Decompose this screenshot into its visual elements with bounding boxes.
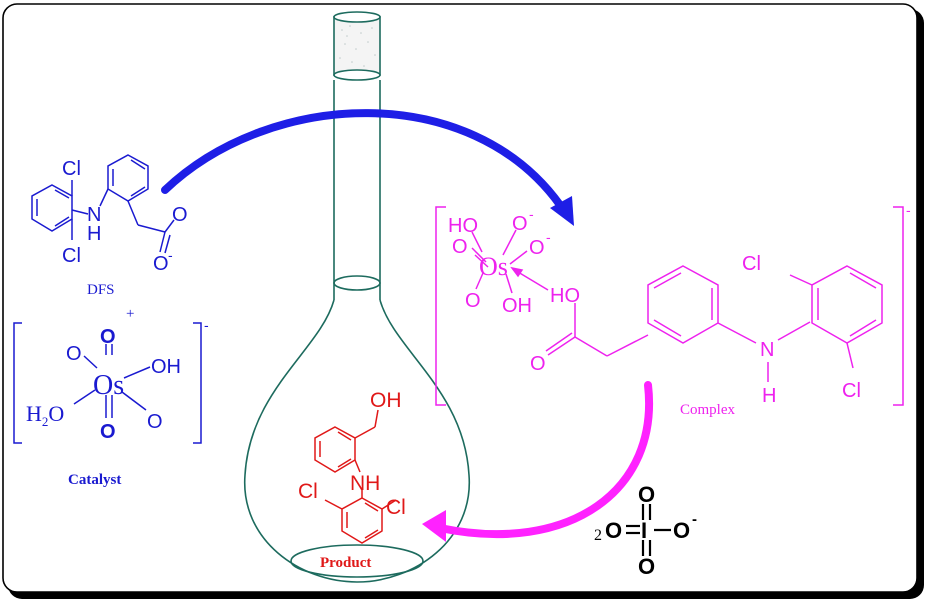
flask-stopper <box>333 16 381 76</box>
complex-oh: OH <box>502 295 532 317</box>
periodate-charge: - <box>692 511 697 528</box>
frame <box>2 3 918 593</box>
dfs-structure <box>31 154 175 254</box>
complex-o-left: O <box>452 236 468 258</box>
complex-structure <box>435 206 904 406</box>
periodate-o-right: O <box>673 518 690 543</box>
product-oh: OH <box>370 389 402 412</box>
volumetric-flask <box>244 11 470 583</box>
stopper-texture <box>339 25 376 67</box>
complex-ho-acid: HO <box>550 285 580 307</box>
arrowhead-blue <box>550 196 574 226</box>
periodate-o-top: O <box>638 482 655 507</box>
periodate-o-bottom: O <box>638 554 655 579</box>
product-nh: NH <box>350 472 380 495</box>
product-label: Product <box>320 555 371 571</box>
catalyst-o-bottom-right: O <box>147 411 163 433</box>
dfs-h: H <box>87 223 101 245</box>
plus-sign: + <box>126 306 134 322</box>
catalyst-o-top-left: O <box>66 343 82 365</box>
complex-bracket-charge: - <box>906 202 911 218</box>
product-labels: OH NH Cl Cl <box>298 389 406 519</box>
periodate-coef: 2 <box>594 527 602 544</box>
product-cl-left: Cl <box>298 480 318 503</box>
dfs-o-charge: - <box>168 247 173 263</box>
periodate-structure <box>626 504 671 556</box>
dfs-cl-bottom: Cl <box>62 245 81 267</box>
flask-base <box>290 544 424 578</box>
flask-stopper-top <box>333 11 381 23</box>
complex-charge-top: - <box>529 206 534 222</box>
complex-cl-bottom: Cl <box>842 380 861 402</box>
catalyst-o-top-bold: O <box>100 326 116 348</box>
periodate-o-left: O <box>605 518 622 543</box>
dfs-labels: Cl Cl N H O O - <box>62 158 188 275</box>
complex-charge-right: - <box>546 229 551 245</box>
complex-o-minus-top: O <box>512 213 528 235</box>
dfs-o-top: O <box>172 204 188 226</box>
catalyst-os: Os <box>93 370 124 401</box>
dfs-name: DFS <box>87 282 115 298</box>
product-cl-right: Cl <box>386 496 406 519</box>
complex-o-lower: O <box>465 290 481 312</box>
periodate-i: I <box>641 518 647 543</box>
dfs-o-bottom: O <box>153 253 169 275</box>
complex-o-right: O <box>529 237 545 259</box>
catalyst-oh: OH <box>151 356 181 378</box>
complex-labels: HO O - O O - Os O OH HO O Cl N H Cl - <box>448 202 911 407</box>
complex-h: H <box>762 385 776 407</box>
arrow-complex-to-product <box>436 381 654 539</box>
product-structure <box>314 409 397 544</box>
catalyst-charge: - <box>204 317 209 333</box>
complex-ho: HO <box>448 215 478 237</box>
flask-mark <box>333 275 381 291</box>
catalyst-o-bottom-bold: O <box>100 421 116 443</box>
catalyst-structure <box>13 322 202 444</box>
complex-cl-top: Cl <box>742 253 761 275</box>
complex-n: N <box>760 339 774 361</box>
catalyst-label: Catalyst <box>68 472 121 488</box>
dfs-n: N <box>87 204 101 226</box>
catalyst-labels: O O Os OH H2O O O - <box>26 317 209 443</box>
arrow-dfs-to-complex <box>161 109 564 209</box>
complex-os: Os <box>479 252 508 281</box>
complex-label: Complex <box>680 402 735 418</box>
complex-o-carbonyl: O <box>530 353 546 375</box>
flask-bulb <box>244 299 470 583</box>
arrowhead-magenta <box>422 510 446 542</box>
flask-stopper-bottom <box>333 69 381 81</box>
catalyst-h2o: H2O <box>26 401 64 429</box>
dfs-cl-top: Cl <box>62 158 81 180</box>
periodate-labels: 2 O O I O - O <box>594 482 697 579</box>
